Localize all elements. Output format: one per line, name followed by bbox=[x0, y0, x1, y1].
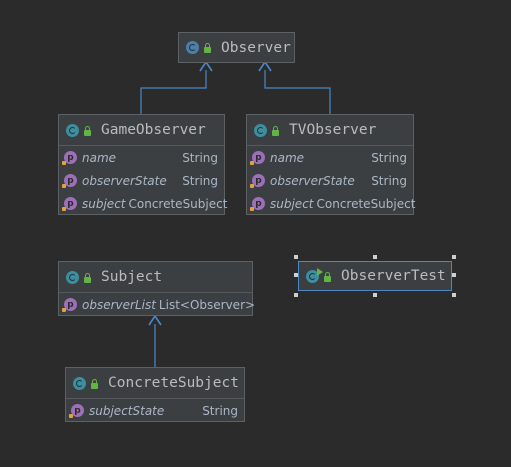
field-name: subjectState bbox=[89, 403, 165, 418]
interface-icon bbox=[186, 41, 199, 54]
class-icon bbox=[73, 376, 86, 390]
resize-handle[interactable] bbox=[452, 255, 456, 259]
field-name: subject bbox=[270, 196, 314, 211]
class-header: Observer bbox=[179, 33, 294, 62]
field-name: subject bbox=[82, 196, 126, 211]
class-name: GameObserver bbox=[101, 122, 206, 138]
field-name: observerState bbox=[82, 173, 167, 188]
arrowhead bbox=[258, 60, 272, 72]
class-icon bbox=[66, 123, 79, 137]
field-row-subject-state[interactable]: p subjectState String bbox=[66, 399, 244, 422]
arrowhead bbox=[148, 314, 162, 326]
field-name: observerList bbox=[82, 297, 156, 312]
resize-handle[interactable] bbox=[373, 293, 377, 297]
runnable-class-icon bbox=[306, 267, 323, 283]
resize-handle[interactable] bbox=[452, 293, 456, 297]
class-header: GameObserver bbox=[59, 115, 224, 146]
property-icon: p bbox=[250, 174, 265, 188]
class-node-observer-test[interactable]: ObserverTest bbox=[298, 261, 452, 291]
field-name: observerState bbox=[270, 173, 355, 188]
property-icon: p bbox=[69, 404, 84, 418]
resize-handle[interactable] bbox=[373, 255, 377, 259]
class-icon bbox=[254, 123, 267, 137]
class-name: ConcreteSubject bbox=[108, 375, 239, 391]
resize-handle[interactable] bbox=[294, 255, 298, 259]
field-row-observer-state[interactable]: p observerState String bbox=[247, 169, 413, 192]
class-header: Subject bbox=[59, 262, 252, 293]
class-node-concrete-subject[interactable]: ConcreteSubject p subjectState String bbox=[65, 367, 245, 422]
public-lock-icon bbox=[84, 272, 91, 283]
field-type: String bbox=[202, 403, 238, 418]
edge-concrete-subject-extends-subject bbox=[148, 314, 162, 367]
class-name: Subject bbox=[101, 269, 163, 285]
field-name: name bbox=[82, 150, 117, 165]
public-lock-icon bbox=[204, 43, 211, 53]
public-lock-icon bbox=[84, 125, 91, 136]
class-icon bbox=[66, 270, 79, 284]
edge-tv-observer-implements-observer bbox=[258, 60, 331, 114]
class-header: TVObserver bbox=[247, 115, 413, 146]
field-type: String bbox=[182, 173, 218, 188]
field-type: String bbox=[371, 173, 407, 188]
property-icon: p bbox=[250, 197, 265, 211]
field-type: String bbox=[371, 150, 407, 165]
field-row-observer-state[interactable]: p observerState String bbox=[59, 169, 224, 192]
field-type: ConcreteSubject bbox=[316, 196, 416, 211]
public-lock-icon bbox=[91, 378, 98, 389]
resize-handle[interactable] bbox=[294, 273, 298, 277]
class-node-observer[interactable]: Observer bbox=[178, 32, 295, 63]
property-icon: p bbox=[62, 174, 77, 188]
field-name: name bbox=[270, 150, 305, 165]
property-icon: p bbox=[62, 151, 77, 165]
public-lock-icon bbox=[324, 271, 331, 282]
property-icon: p bbox=[62, 197, 77, 211]
field-type: String bbox=[182, 150, 218, 165]
class-name: Observer bbox=[221, 39, 291, 56]
class-name: TVObserver bbox=[289, 122, 377, 138]
class-header: ConcreteSubject bbox=[66, 368, 244, 399]
edge-game-observer-implements-observer bbox=[140, 60, 213, 114]
class-header: ObserverTest bbox=[299, 262, 451, 290]
arrowhead bbox=[199, 60, 213, 72]
property-icon: p bbox=[62, 298, 77, 312]
resize-handle[interactable] bbox=[294, 293, 298, 297]
public-lock-icon bbox=[272, 125, 279, 136]
field-type: ConcreteSubject bbox=[128, 196, 228, 211]
resize-handle[interactable] bbox=[452, 273, 456, 277]
field-type: List<Observer> bbox=[158, 297, 256, 312]
edges-layer bbox=[140, 60, 331, 367]
property-icon: p bbox=[250, 151, 265, 165]
class-name: ObserverTest bbox=[341, 268, 446, 284]
